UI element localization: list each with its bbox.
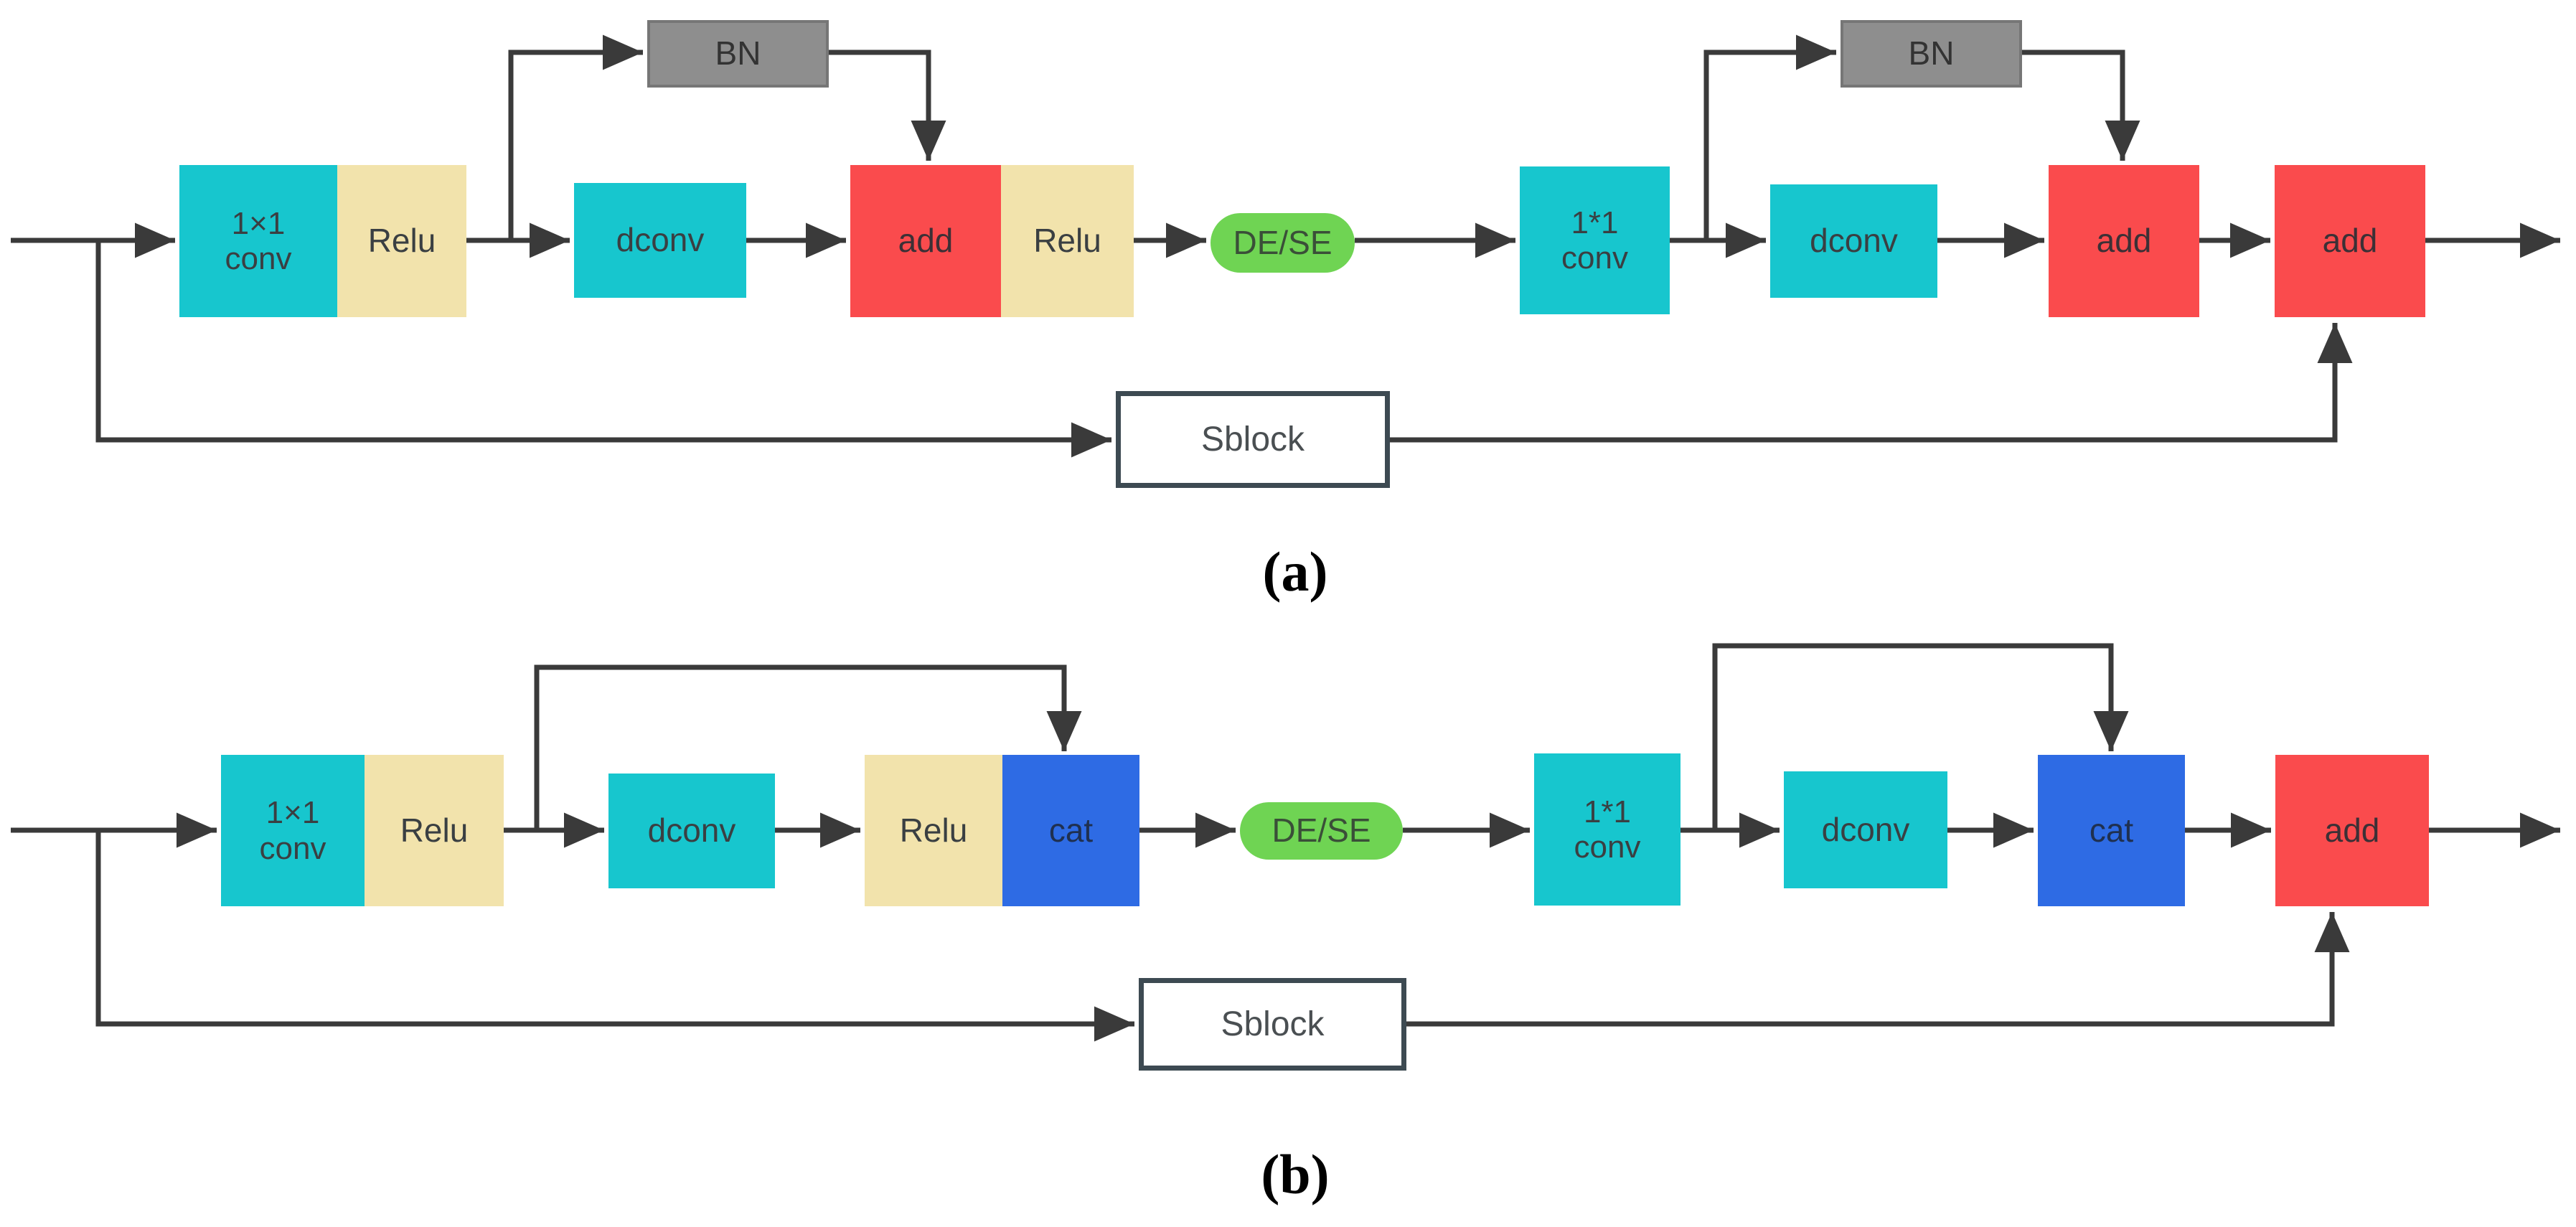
a-conv1s1-box: 1*1 conv — [1520, 166, 1670, 314]
a-conv1s1-label-line1: 1*1 — [1571, 204, 1619, 240]
a-dconv2-box: dconv — [1770, 184, 1937, 298]
b-dconv2-box: dconv — [1784, 771, 1947, 888]
b-branch2-to-cat2 — [1712, 643, 2129, 830]
a-conv1s1-label-line2: conv — [1561, 240, 1628, 276]
a-relu1-box: Relu — [337, 165, 466, 317]
a-bn1-to-add1 — [829, 50, 946, 161]
a-conv1x1-box: 1×1 conv — [179, 165, 337, 317]
a-branch1-to-bn1 — [508, 34, 643, 240]
b-conv1x1-box: 1×1 conv — [221, 755, 365, 906]
a-bn1-box: BN — [647, 20, 829, 88]
a-bn2-to-add2 — [2022, 50, 2140, 161]
b-conv1s1-label-line2: conv — [1574, 829, 1641, 865]
b-branch1-to-cat1 — [534, 664, 1082, 830]
a-sblock-box: Sblock — [1116, 391, 1390, 488]
b-sblock-box: Sblock — [1139, 978, 1406, 1071]
b-dconv1-box: dconv — [608, 774, 775, 888]
a-bn2-box: BN — [1841, 20, 2022, 88]
panel-a-caption: (a) — [1262, 540, 1328, 603]
a-bypass-to-sblock — [95, 240, 1111, 458]
panel-b-caption: (b) — [1261, 1143, 1330, 1205]
a-sblock-to-add3 — [1390, 323, 2353, 443]
a-branch2-to-bn2 — [1703, 34, 1836, 240]
a-add2-box: add — [2049, 165, 2199, 317]
b-relu1-box: Relu — [365, 755, 504, 906]
a-conv1x1-label-line2: conv — [225, 241, 292, 276]
b-add-box: add — [2275, 755, 2429, 906]
b-conv1x1-label-line2: conv — [259, 830, 326, 866]
a-add3-box: add — [2275, 165, 2425, 317]
b-sblock-to-add — [1406, 912, 2350, 1027]
b-cat2-box: cat — [2038, 755, 2185, 906]
b-conv1s1-label-line1: 1*1 — [1583, 794, 1632, 829]
b-conv1x1-label-line1: 1×1 — [265, 795, 320, 831]
b-relu2-box: Relu — [865, 755, 1002, 906]
a-add1-box: add — [850, 165, 1001, 317]
a-dconv1-box: dconv — [574, 183, 746, 298]
b-dese-pill: DE/SE — [1240, 802, 1403, 860]
b-conv1s1-box: 1*1 conv — [1534, 753, 1680, 906]
b-bypass-to-sblock — [95, 830, 1134, 1042]
b-cat1-box: cat — [1002, 755, 1139, 906]
a-relu2-box: Relu — [1001, 165, 1134, 317]
a-dese-pill: DE/SE — [1211, 213, 1355, 273]
a-conv1x1-label-line1: 1×1 — [231, 205, 286, 241]
